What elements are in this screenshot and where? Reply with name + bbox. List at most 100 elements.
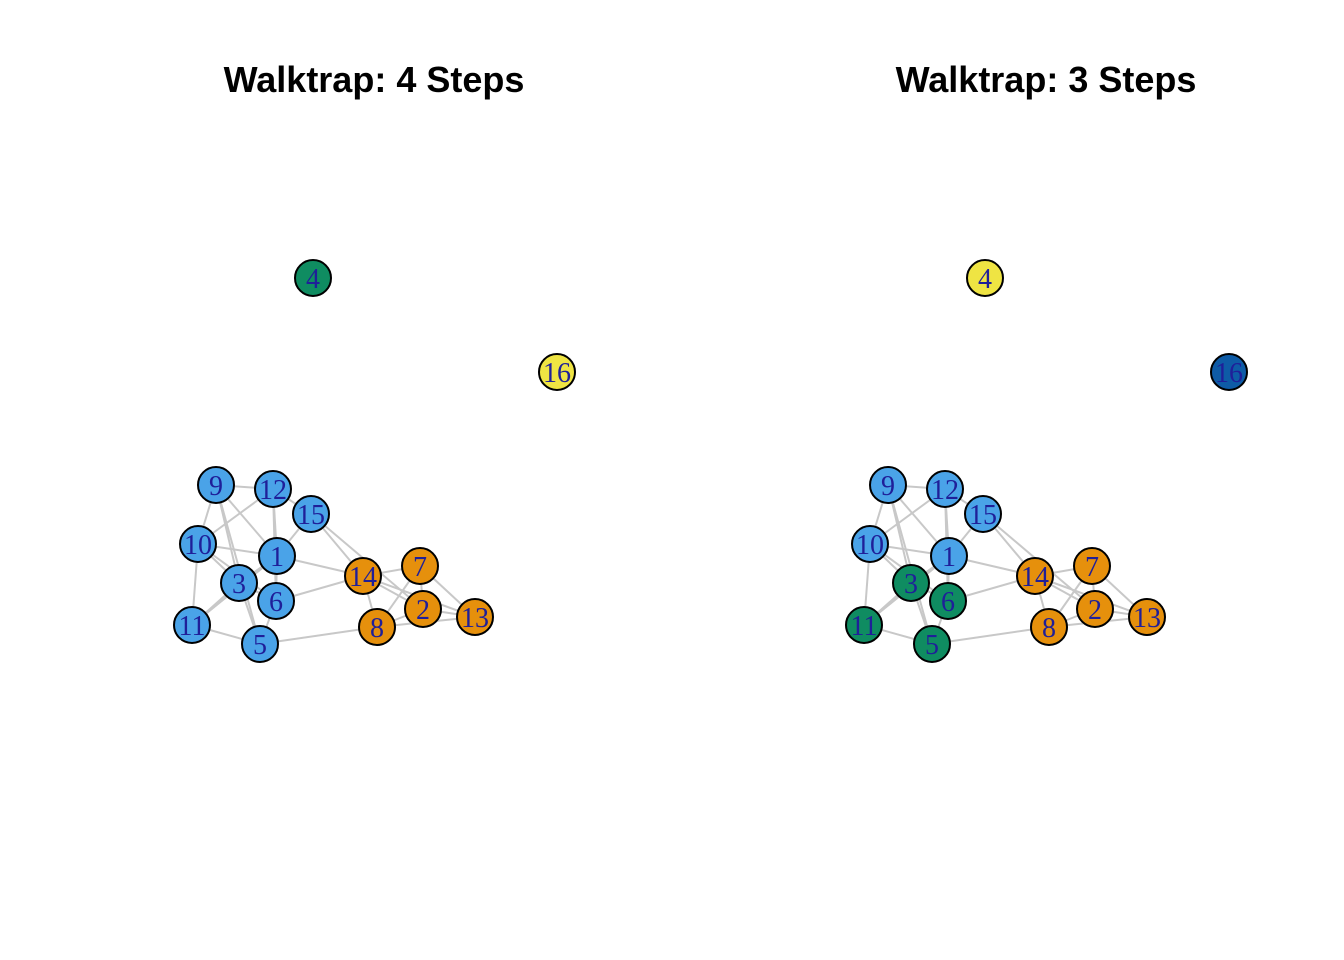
node-circle	[401, 547, 439, 585]
panel-title: Walktrap: 4 Steps	[224, 59, 525, 100]
node-1: 1	[930, 537, 968, 575]
node-label: 12	[259, 475, 287, 506]
node-label: 2	[416, 595, 430, 626]
node-circle	[197, 466, 235, 504]
node-circle	[869, 466, 907, 504]
node-label: 3	[232, 569, 246, 600]
node-circle	[913, 625, 951, 663]
node-label: 5	[925, 630, 939, 661]
node-11: 11	[845, 606, 883, 644]
node-2: 2	[1076, 590, 1114, 628]
node-circle	[1016, 557, 1054, 595]
node-label: 3	[904, 569, 918, 600]
node-circle	[258, 537, 296, 575]
node-6: 6	[929, 582, 967, 620]
node-label: 16	[543, 358, 571, 389]
node-circle	[851, 525, 889, 563]
node-label: 8	[1042, 613, 1056, 644]
node-circle	[257, 582, 295, 620]
node-circle	[1076, 590, 1114, 628]
node-label: 2	[1088, 595, 1102, 626]
node-circle	[254, 470, 292, 508]
node-circle	[344, 557, 382, 595]
node-circle	[179, 525, 217, 563]
node-circle	[930, 537, 968, 575]
node-label: 16	[1215, 358, 1243, 389]
node-circle	[292, 495, 330, 533]
node-label: 11	[851, 611, 878, 642]
node-4: 4	[294, 259, 332, 297]
node-circle	[294, 259, 332, 297]
node-3: 3	[892, 564, 930, 602]
node-13: 13	[456, 598, 494, 636]
node-15: 15	[964, 495, 1002, 533]
node-label: 4	[978, 264, 992, 295]
node-label: 14	[349, 562, 377, 593]
node-label: 9	[881, 471, 895, 502]
node-5: 5	[913, 625, 951, 663]
node-circle	[358, 608, 396, 646]
node-circle	[404, 590, 442, 628]
node-4: 4	[966, 259, 1004, 297]
node-13: 13	[1128, 598, 1166, 636]
node-1: 1	[258, 537, 296, 575]
node-14: 14	[1016, 557, 1054, 595]
node-7: 7	[1073, 547, 1111, 585]
node-label: 15	[297, 500, 325, 531]
node-16: 16	[538, 353, 576, 391]
node-12: 12	[254, 470, 292, 508]
node-9: 9	[869, 466, 907, 504]
node-label: 14	[1021, 562, 1049, 593]
node-label: 10	[856, 530, 884, 561]
node-circle	[926, 470, 964, 508]
node-16: 16	[1210, 353, 1248, 391]
node-5: 5	[241, 625, 279, 663]
node-label: 4	[306, 264, 320, 295]
node-label: 6	[269, 587, 283, 618]
node-2: 2	[404, 590, 442, 628]
node-circle	[892, 564, 930, 602]
node-circle	[929, 582, 967, 620]
node-15: 15	[292, 495, 330, 533]
node-label: 7	[1085, 552, 1099, 583]
node-label: 9	[209, 471, 223, 502]
node-label: 8	[370, 613, 384, 644]
edge-5-8	[931, 626, 1050, 645]
node-14: 14	[344, 557, 382, 595]
node-label: 1	[270, 542, 284, 573]
node-circle	[1128, 598, 1166, 636]
node-circle	[1073, 547, 1111, 585]
panel-walktrap-3-steps: Walktrap: 3 Steps 1234567891011121314151…	[845, 59, 1248, 663]
node-circle	[241, 625, 279, 663]
node-label: 6	[941, 587, 955, 618]
node-circle	[538, 353, 576, 391]
node-3: 3	[220, 564, 258, 602]
node-10: 10	[179, 525, 217, 563]
node-circle	[220, 564, 258, 602]
node-label: 11	[179, 611, 206, 642]
node-label: 7	[413, 552, 427, 583]
node-label: 12	[931, 475, 959, 506]
node-9: 9	[197, 466, 235, 504]
edge-5-8	[259, 626, 378, 645]
panel-title: Walktrap: 3 Steps	[896, 59, 1197, 100]
node-label: 10	[184, 530, 212, 561]
node-7: 7	[401, 547, 439, 585]
node-label: 1	[942, 542, 956, 573]
node-label: 13	[1133, 603, 1161, 634]
node-11: 11	[173, 606, 211, 644]
node-circle	[845, 606, 883, 644]
node-12: 12	[926, 470, 964, 508]
panel-walktrap-4-steps: Walktrap: 4 Steps 1234567891011121314151…	[173, 59, 576, 663]
node-label: 5	[253, 630, 267, 661]
node-6: 6	[257, 582, 295, 620]
node-10: 10	[851, 525, 889, 563]
node-8: 8	[1030, 608, 1068, 646]
node-label: 15	[969, 500, 997, 531]
node-8: 8	[358, 608, 396, 646]
node-label: 13	[461, 603, 489, 634]
node-circle	[964, 495, 1002, 533]
